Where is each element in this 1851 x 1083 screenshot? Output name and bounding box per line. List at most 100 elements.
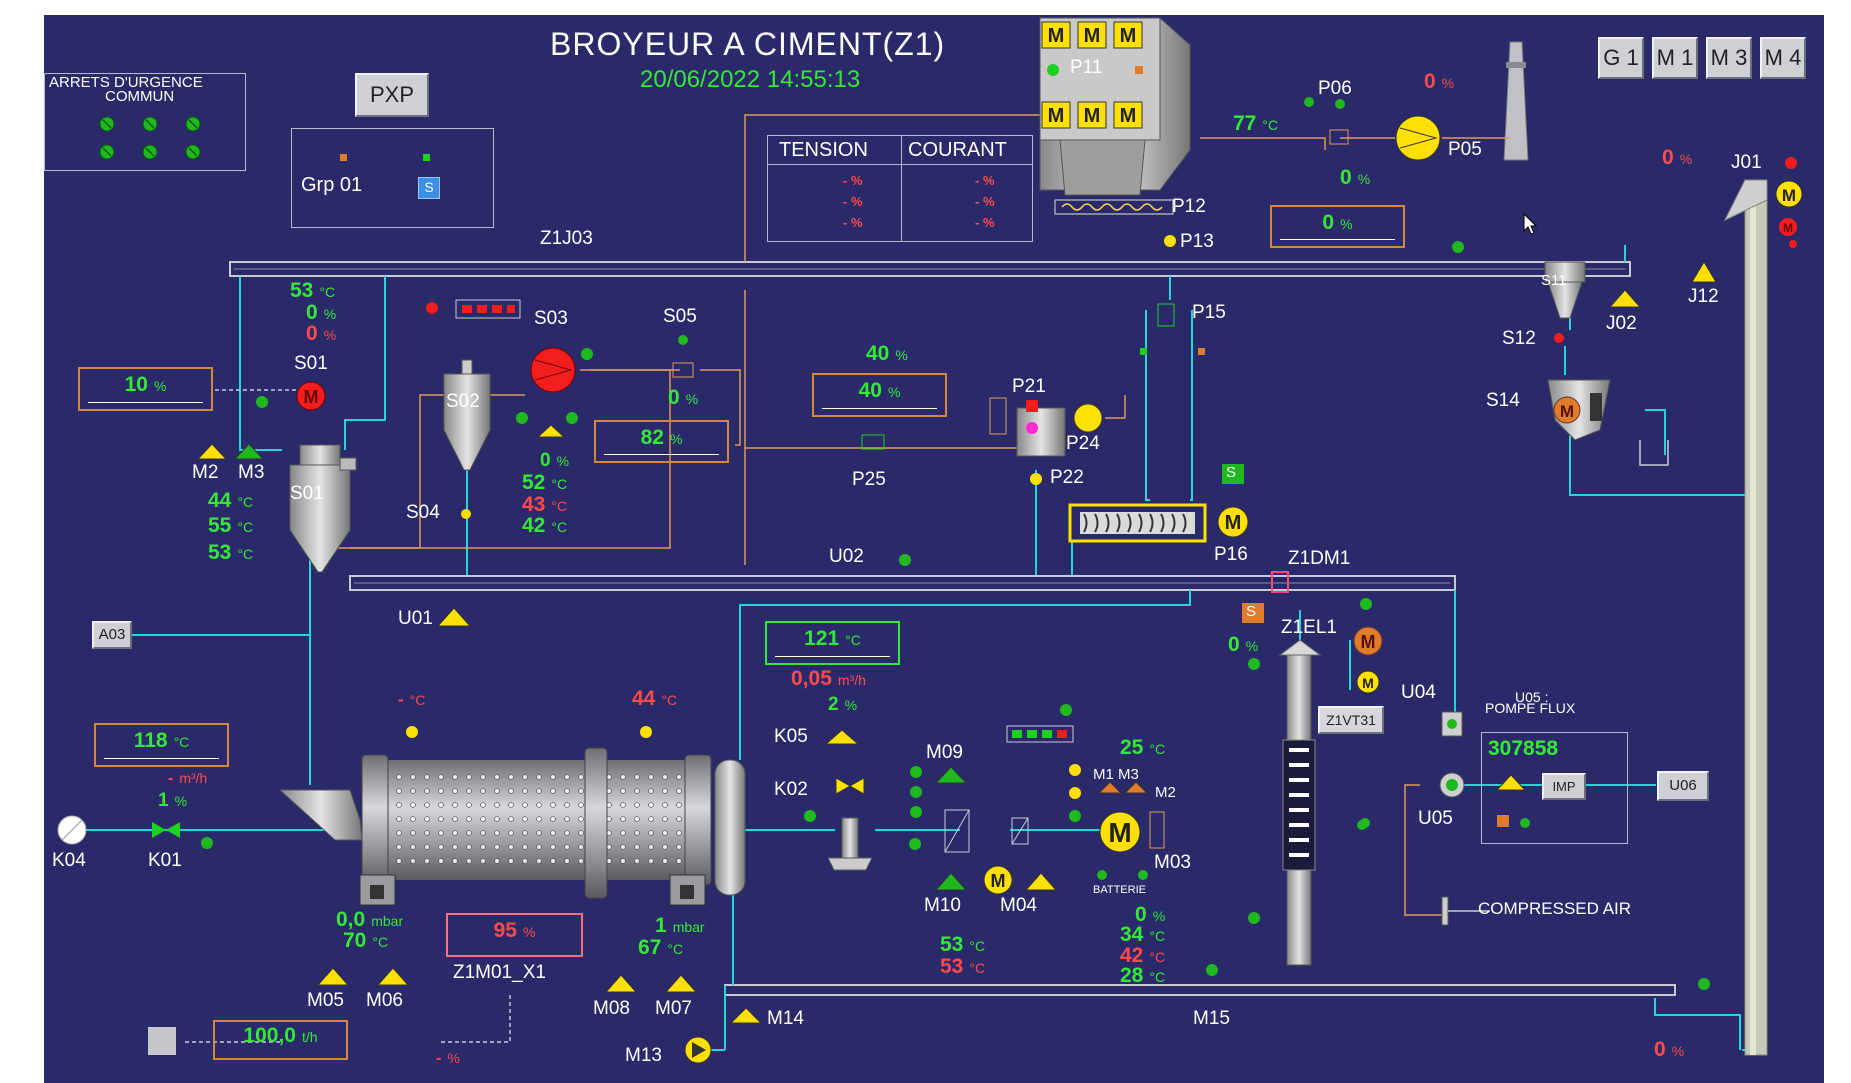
- label-s01-motor[interactable]: S01: [294, 353, 328, 374]
- label-m09[interactable]: M09: [926, 742, 963, 763]
- m03-temp4: 28°C: [1120, 964, 1166, 987]
- label-p16[interactable]: P16: [1214, 544, 1248, 565]
- label-k05[interactable]: K05: [774, 726, 808, 747]
- cyan-pipes: [80, 245, 1745, 1051]
- label-p24[interactable]: P24: [1066, 433, 1100, 454]
- label-p06[interactable]: P06: [1318, 78, 1352, 99]
- label-k01[interactable]: K01: [148, 850, 182, 871]
- label-j01[interactable]: J01: [1731, 152, 1762, 173]
- s01-box[interactable]: 10%: [78, 367, 213, 411]
- label-p15[interactable]: P15: [1192, 302, 1226, 323]
- screen-background: [44, 15, 1824, 1083]
- label-u05-title-1: U05 :: [1515, 689, 1549, 705]
- label-m10[interactable]: M10: [924, 895, 961, 916]
- courant-value-2: - %: [975, 194, 995, 209]
- conveyor-z1j03: [229, 261, 1631, 277]
- s-badge-p15-text[interactable]: S: [1226, 464, 1237, 481]
- label-z1j03[interactable]: Z1J03: [540, 228, 593, 249]
- label-u04[interactable]: U04: [1401, 682, 1436, 703]
- mill-inlet-temp-box[interactable]: 118°C: [94, 723, 229, 767]
- label-m2-small[interactable]: M2: [1155, 784, 1176, 801]
- label-s01-tank[interactable]: S01: [290, 483, 324, 504]
- conveyor-u02: [349, 575, 1456, 591]
- emergency-indicators: [99, 116, 201, 160]
- label-s05[interactable]: S05: [663, 306, 697, 327]
- label-s02[interactable]: S02: [446, 391, 480, 412]
- m1-button[interactable]: M 1: [1652, 37, 1698, 79]
- p13-box[interactable]: 0%: [1270, 205, 1405, 248]
- imp-button[interactable]: IMP: [1542, 773, 1586, 800]
- courant-header: COURANT: [908, 139, 1007, 161]
- pxp-button[interactable]: PXP: [355, 73, 429, 117]
- label-u01[interactable]: U01: [398, 608, 433, 629]
- label-m14[interactable]: M14: [767, 1008, 804, 1029]
- p06-temp: 77°C: [1233, 112, 1279, 135]
- label-m03[interactable]: M03: [1154, 852, 1191, 873]
- label-u02[interactable]: U02: [829, 546, 864, 567]
- elevator-bucket: [1289, 793, 1309, 797]
- group-indicator-orange: [340, 154, 347, 161]
- label-k02[interactable]: K02: [774, 779, 808, 800]
- s-badge-z1el1-text[interactable]: S: [1246, 603, 1257, 620]
- screw-flight: [1105, 513, 1110, 533]
- label-m15[interactable]: M15: [1193, 1008, 1230, 1029]
- heat-exchangers: [944, 809, 1165, 853]
- label-m08[interactable]: M08: [593, 998, 630, 1019]
- label-m3[interactable]: M3: [238, 462, 265, 483]
- label-s12[interactable]: S12: [1502, 328, 1536, 349]
- signal-lines: [185, 389, 511, 1043]
- label-p12[interactable]: P12: [1172, 196, 1206, 217]
- tension-courant-table: TENSION COURANT - % - % - % - % - % - %: [767, 135, 1033, 242]
- label-u05[interactable]: U05: [1418, 808, 1453, 829]
- m4-button[interactable]: M 4: [1760, 37, 1806, 79]
- s03-pct2: 0%: [540, 450, 570, 471]
- label-z1el1[interactable]: Z1EL1: [1281, 617, 1337, 638]
- label-s03[interactable]: S03: [534, 308, 568, 329]
- label-m07[interactable]: M07: [655, 998, 692, 1019]
- s01-pct2: 0%: [306, 322, 337, 345]
- screw-flight: [1127, 513, 1132, 533]
- m3-button[interactable]: M 3: [1706, 37, 1752, 79]
- elevator-bucket: [1289, 808, 1309, 812]
- label-s04[interactable]: S04: [406, 502, 440, 523]
- elevator-bucket: [1289, 853, 1309, 857]
- label-j02[interactable]: J02: [1606, 313, 1637, 334]
- label-k04[interactable]: K04: [52, 850, 86, 871]
- g1-button[interactable]: G 1: [1598, 37, 1644, 79]
- label-z1dm1[interactable]: Z1DM1: [1288, 548, 1351, 569]
- label-z1m01[interactable]: Z1M01_X1: [453, 962, 546, 983]
- label-s11[interactable]: S11: [1541, 272, 1567, 289]
- label-m05[interactable]: M05: [307, 990, 344, 1011]
- label-j12[interactable]: J12: [1688, 286, 1719, 307]
- label-s14[interactable]: S14: [1486, 390, 1520, 411]
- label-p21[interactable]: P21: [1012, 376, 1046, 397]
- emergency-panel: ARRETS D'URGENCE COMMUN: [44, 73, 246, 171]
- elevator-j01: [1723, 179, 1768, 1056]
- label-p25[interactable]: P25: [852, 469, 886, 490]
- label-p11[interactable]: P11: [1070, 57, 1103, 78]
- tension-value-2: - %: [843, 194, 863, 209]
- label-m04[interactable]: M04: [1000, 895, 1037, 916]
- label-m13[interactable]: M13: [625, 1045, 662, 1066]
- u06-button[interactable]: U06: [1657, 771, 1709, 801]
- p25-box[interactable]: 40%: [812, 373, 947, 417]
- label-p13[interactable]: P13: [1180, 231, 1214, 252]
- z1m01-box[interactable]: 95%: [446, 913, 583, 957]
- outlet-temp-box[interactable]: 121°C: [765, 621, 900, 665]
- silo-s02: [443, 359, 491, 471]
- k05-pct: 2%: [828, 694, 858, 715]
- feed-square-button[interactable]: [148, 1027, 176, 1055]
- u05-counter: 307858: [1488, 737, 1559, 760]
- label-p22[interactable]: P22: [1050, 467, 1084, 488]
- group-s-button[interactable]: S: [418, 177, 440, 199]
- a03-button[interactable]: A03: [92, 621, 132, 649]
- label-m06[interactable]: M06: [366, 990, 403, 1011]
- label-batterie: BATTERIE: [1093, 884, 1146, 896]
- label-m2[interactable]: M2: [192, 462, 219, 483]
- label-m1-m3[interactable]: M1 M3: [1093, 766, 1139, 783]
- label-p05[interactable]: P05: [1448, 139, 1482, 160]
- box-82[interactable]: 82%: [594, 420, 729, 463]
- elevator-bucket: [1289, 823, 1309, 827]
- z1vt31-button[interactable]: Z1VT31: [1318, 706, 1384, 734]
